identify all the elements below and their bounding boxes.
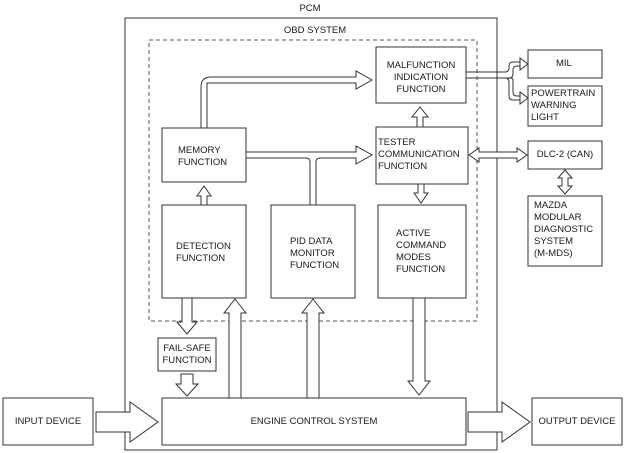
active-command-modes-box [377,204,467,299]
dlc-mmds-bidirectional-arrow [556,169,574,195]
engine-to-output-arrow [467,401,531,443]
mil-box [527,49,603,79]
powertrain-line-1: POWERTRAIN [531,88,596,99]
pid-line-2: MONITOR [290,248,335,259]
active-command-modes-label: ACTIVE COMMAND MODES FUNCTION [396,228,446,276]
detection-function-label: DETECTION FUNCTION [176,241,231,265]
active-line-2: COMMAND [396,240,447,251]
malfunction-line-1: MALFUNCTION [386,60,456,71]
malfunction-line-3: FUNCTION [396,84,446,95]
input-device-label: INPUT DEVICE [14,416,82,427]
engine-control-system-box [161,397,467,446]
obd-system-label: OBD SYSTEM [283,25,347,36]
tester-communication-label: TESTER COMMUNICATION FUNCTION [378,137,460,173]
powertrain-warning-light-label: POWERTRAIN WARNING LIGHT [531,88,595,124]
powertrain-warning-light-box [527,85,603,127]
active-line-3: MODES [396,252,431,263]
engine-to-detection-arrow [222,298,248,399]
m-mds-label: MAZDA MODULAR DIAGNOSTIC SYSTEM (M-MDS) [534,200,593,260]
tester-dlc-bidirectional-arrow [468,147,528,163]
tester-line-3: FUNCTION [378,161,428,172]
failsafe-to-engine-arrow [174,373,200,397]
engine-control-system-label: ENGINE CONTROL SYSTEM [250,416,378,427]
pid-line-3: FUNCTION [290,260,340,271]
dlc-2-box [527,140,603,170]
output-device-box [531,397,623,446]
fail-safe-function-box [157,337,217,372]
failsafe-line-2: FUNCTION [162,355,212,366]
fail-safe-label: FAIL-SAFE FUNCTION [158,343,216,367]
output-device-label: OUTPUT DEVICE [538,416,616,427]
detection-to-failsafe-arrow [175,297,199,335]
mmds-line-3: DIAGNOSTIC [534,224,594,235]
mmds-line-2: MODULAR [534,212,582,223]
engine-to-pid-arrow [300,298,326,399]
pid-data-monitor-label: PID DATA MONITOR FUNCTION [290,236,339,272]
powertrain-line-3: LIGHT [531,112,559,123]
input-to-engine-arrow [95,401,159,443]
memory-line-1: MEMORY [178,145,221,156]
input-device-box [2,397,94,446]
tester-line-2: COMMUNICATION [378,149,460,160]
malfunction-indication-box [375,46,467,104]
active-line-1: ACTIVE [396,228,431,239]
pcm-label: PCM [299,3,321,14]
malfunction-line-2: INDICATION [393,72,449,83]
active-to-engine-arrow [406,297,432,396]
powertrain-line-2: WARNING [531,100,577,111]
tester-to-active-arrow [413,183,429,204]
memory-function-label: MEMORY FUNCTION [178,145,227,169]
memory-to-malfunction-arrow [200,70,374,129]
tester-to-malfunction-arrow [410,106,430,128]
mmds-line-5: (M-MDS) [534,248,573,259]
mmds-line-1: MAZDA [534,200,568,211]
detection-line-1: DETECTION [176,241,231,252]
dlc-2-label: DLC-2 (CAN) [536,149,594,160]
detection-to-memory-arrow [196,185,212,206]
mil-label: MIL [556,58,572,69]
mmds-line-4: SYSTEM [534,236,574,247]
malfunction-to-indicators-arrow [466,57,529,105]
memory-function-box [161,127,247,183]
memory-to-tester-arrow [245,145,374,206]
pid-line-1: PID DATA [290,236,333,247]
detection-line-2: FUNCTION [176,253,226,264]
m-mds-box [527,195,603,267]
active-line-4: FUNCTION [396,264,446,275]
malfunction-indication-label: MALFUNCTION INDICATION FUNCTION [376,60,466,96]
failsafe-line-1: FAIL-SAFE [163,343,211,354]
tester-line-1: TESTER [378,137,416,148]
memory-line-2: FUNCTION [178,157,228,168]
